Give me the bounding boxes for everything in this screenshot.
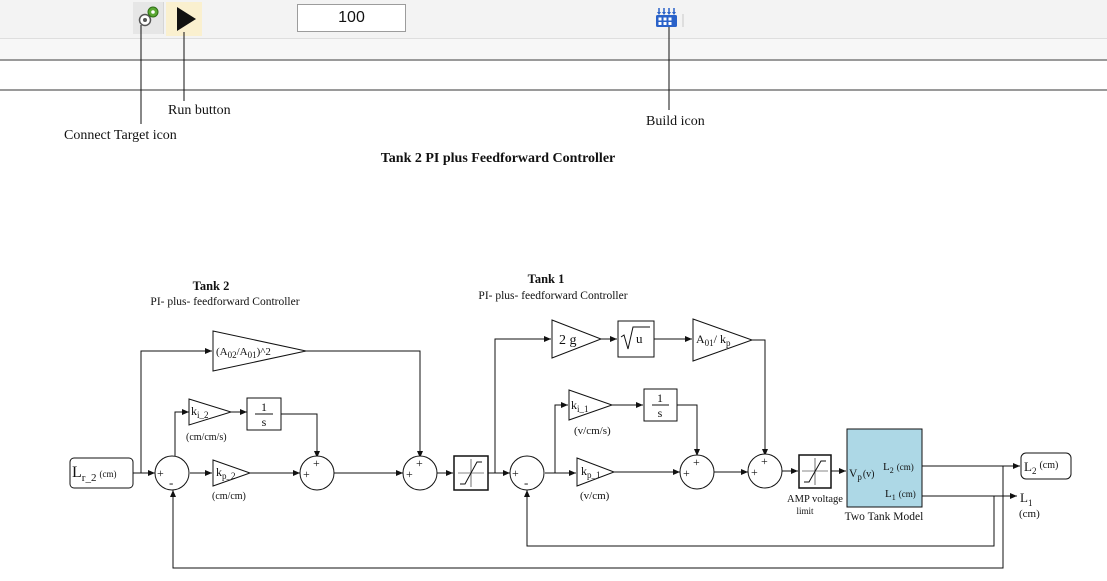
svg-text:ki_1: ki_1 (571, 398, 589, 414)
integral-gain-tank2: ki_2 (cm/cm/s) (186, 398, 233, 443)
feedback-wire (524, 490, 995, 547)
svg-text:1: 1 (261, 400, 267, 414)
sum-junction-tank1: + - (509, 455, 545, 491)
wire (677, 404, 700, 456)
diagram-title: Tank 2 PI plus Feedforward Controller (381, 151, 616, 166)
toolbar-strip (0, 39, 1107, 59)
feedforward-gain-tank1: A01/ kp (692, 318, 754, 362)
svg-text:L2(cm): L2(cm) (1024, 459, 1058, 476)
svg-text:AMP voltage: AMP voltage (787, 494, 843, 505)
tank1-heading: Tank 1 (528, 272, 565, 286)
svg-text:2 g: 2 g (559, 333, 577, 348)
svg-text:kp_2: kp_2 (216, 465, 236, 481)
connect-target-button[interactable] (133, 2, 164, 34)
wire (140, 348, 212, 473)
run-button-label: Run button (168, 103, 231, 118)
saturation-block (453, 455, 489, 491)
wire (752, 339, 768, 456)
connect-target-icon (138, 6, 159, 27)
svg-text:(v/cm/s): (v/cm/s) (574, 425, 611, 437)
wire (281, 413, 320, 458)
svg-text:L1(cm): L1(cm) (885, 488, 916, 502)
tank2-subheading: PI- plus- feedforward Controller (150, 296, 299, 308)
run-icon (177, 7, 196, 31)
svg-text:+: + (683, 466, 690, 480)
separator-line (0, 89, 1107, 91)
svg-text:+: + (406, 467, 413, 481)
svg-text:kp_1: kp_1 (581, 464, 601, 480)
reference-input-block: Lr_2(cm) (69, 457, 134, 489)
proportional-gain-tank2: kp_2 (cm/cm) (212, 459, 252, 502)
svg-text:1: 1 (657, 391, 663, 405)
wire (174, 409, 189, 473)
svg-text:limit: limit (796, 506, 814, 516)
feedback-wire (170, 466, 1004, 569)
svg-text:(v/cm): (v/cm) (580, 490, 610, 502)
svg-text:-: - (524, 475, 528, 490)
two-tank-model-block: Vp(v) L2(cm) L1(cm) Two Tank Model (845, 428, 924, 523)
svg-text:+: + (751, 465, 758, 479)
sum-junction-pi-tank2: + + (299, 455, 335, 491)
svg-text:+: + (693, 455, 700, 469)
svg-text:Vp(v): Vp(v) (849, 468, 874, 482)
svg-text:-: - (169, 475, 173, 490)
svg-text:ki_2: ki_2 (191, 404, 209, 420)
tank2-heading: Tank 2 (193, 279, 230, 293)
svg-text:+: + (157, 466, 164, 480)
integral-gain-tank1: ki_1 (v/cm/s) (568, 389, 614, 437)
stop-time-field[interactable] (297, 4, 406, 32)
svg-text:+: + (512, 466, 519, 480)
feedforward-gain-tank2: (A02/A01)^2 (212, 330, 307, 372)
sum-junction-feedforward-tank2: + + (402, 455, 438, 491)
svg-text:L1: L1 (1020, 490, 1032, 508)
svg-text:s: s (262, 415, 267, 429)
gain-2g: 2 g (551, 319, 603, 359)
svg-text:L2(cm): L2(cm) (883, 461, 914, 475)
build-icon-label: Build icon (646, 114, 705, 129)
svg-text:Lr_2(cm): Lr_2(cm) (72, 464, 116, 484)
sum-junction-feedforward-tank1: + + (747, 453, 783, 489)
svg-text:(A02/A01)^2: (A02/A01)^2 (216, 346, 271, 360)
tank1-subheading: PI- plus- feedforward Controller (478, 290, 627, 302)
wire (494, 336, 551, 473)
integrator-tank2: 1 s (246, 397, 282, 431)
sum-junction-pi-tank1: + + (679, 454, 715, 490)
svg-text:+: + (313, 456, 320, 470)
build-icon (656, 8, 684, 27)
svg-text:s: s (658, 406, 663, 420)
svg-text:(cm/cm): (cm/cm) (212, 491, 246, 502)
amp-voltage-limit-block: AMP voltage limit (787, 454, 843, 516)
run-button[interactable] (166, 2, 202, 36)
svg-text:+: + (303, 467, 310, 481)
svg-text:A01/ kp: A01/ kp (696, 332, 731, 348)
svg-text:Two Tank Model: Two Tank Model (845, 511, 924, 523)
output-l2-block: L2(cm) (1020, 452, 1072, 480)
connect-target-label: Connect Target icon (64, 128, 177, 143)
wire (554, 402, 568, 473)
sqrt-block: u (617, 320, 655, 358)
sum-junction-tank2: + - (154, 455, 190, 491)
svg-text:+: + (416, 456, 423, 470)
svg-text:(cm): (cm) (1019, 508, 1040, 520)
proportional-gain-tank1: kp_1 (v/cm) (576, 457, 616, 502)
svg-text:(cm/cm/s): (cm/cm/s) (186, 432, 227, 443)
svg-text:+: + (761, 454, 768, 468)
output-l1-label: L1 (cm) (1019, 490, 1040, 520)
integrator-tank1: 1 s (643, 388, 678, 422)
separator-line (0, 59, 1107, 61)
svg-text:u: u (636, 331, 643, 346)
build-button[interactable] (650, 2, 686, 34)
wire (306, 350, 423, 458)
